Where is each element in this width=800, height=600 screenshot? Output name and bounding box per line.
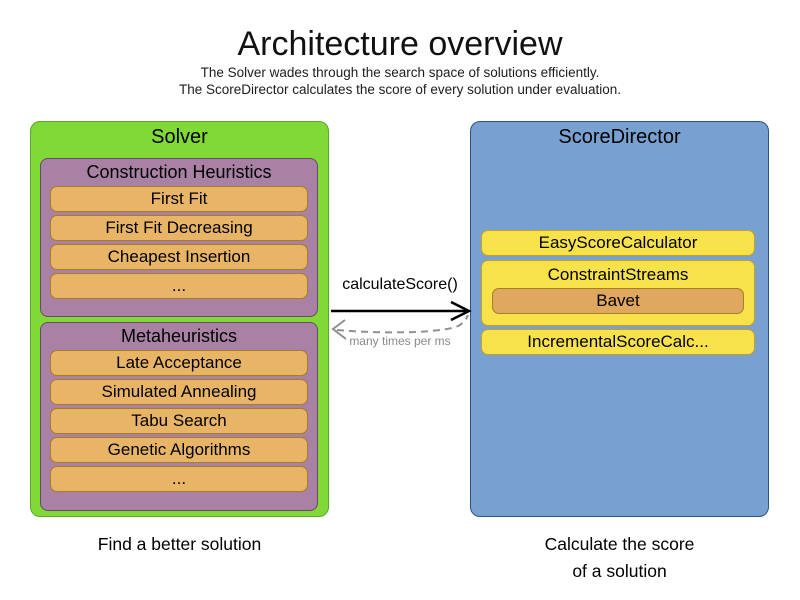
subtitle-line-2: The ScoreDirector calculates the score o… <box>179 82 621 97</box>
construction-heuristics-title: Construction Heuristics <box>86 162 272 182</box>
construction-heuristics-group: Construction Heuristics First Fit First … <box>40 158 318 317</box>
metaheuristics-group: Metaheuristics Late Acceptance Simulated… <box>40 322 318 511</box>
solver-item-genetic-algorithms: Genetic Algorithms <box>50 437 308 463</box>
calculate-score-arrow-icon <box>331 300 472 322</box>
solver-caption: Find a better solution <box>97 534 262 554</box>
incremental-score-calculator-item: IncrementalScoreCalc... <box>481 329 755 355</box>
solver-title: Solver <box>151 126 208 148</box>
solver-item-simulated-annealing: Simulated Annealing <box>50 379 308 405</box>
page-title: Architecture overview <box>237 25 563 63</box>
solver-item-mh-ellipsis: ... <box>50 466 308 492</box>
calculate-score-label: calculateScore() <box>342 276 458 293</box>
subtitle-line-1: The Solver wades through the search spac… <box>200 65 600 80</box>
solver-item-first-fit: First Fit <box>50 186 308 212</box>
score-director-box: ScoreDirector EasyScoreCalculator Constr… <box>470 121 769 517</box>
solver-box: Solver Construction Heuristics First Fit… <box>30 121 329 517</box>
solver-item-tabu-search: Tabu Search <box>50 408 308 434</box>
many-times-label: many times per ms <box>349 334 451 348</box>
bavet-item: Bavet <box>492 288 744 314</box>
score-director-caption: Calculate the score of a solution <box>470 531 769 585</box>
solver-item-first-fit-decreasing: First Fit Decreasing <box>50 215 308 241</box>
solver-item-ch-ellipsis: ... <box>50 273 308 299</box>
metaheuristics-title: Metaheuristics <box>120 326 238 346</box>
solver-item-cheapest-insertion: Cheapest Insertion <box>50 244 308 270</box>
constraint-streams-item: ConstraintStreams Bavet <box>481 260 755 326</box>
score-director-caption-line-2: of a solution <box>572 561 667 581</box>
constraint-streams-label: ConstraintStreams <box>547 265 689 284</box>
easy-score-calculator-item: EasyScoreCalculator <box>481 230 755 256</box>
solver-item-late-acceptance: Late Acceptance <box>50 350 308 376</box>
score-director-caption-line-1: Calculate the score <box>544 534 695 554</box>
score-director-title: ScoreDirector <box>558 126 681 148</box>
